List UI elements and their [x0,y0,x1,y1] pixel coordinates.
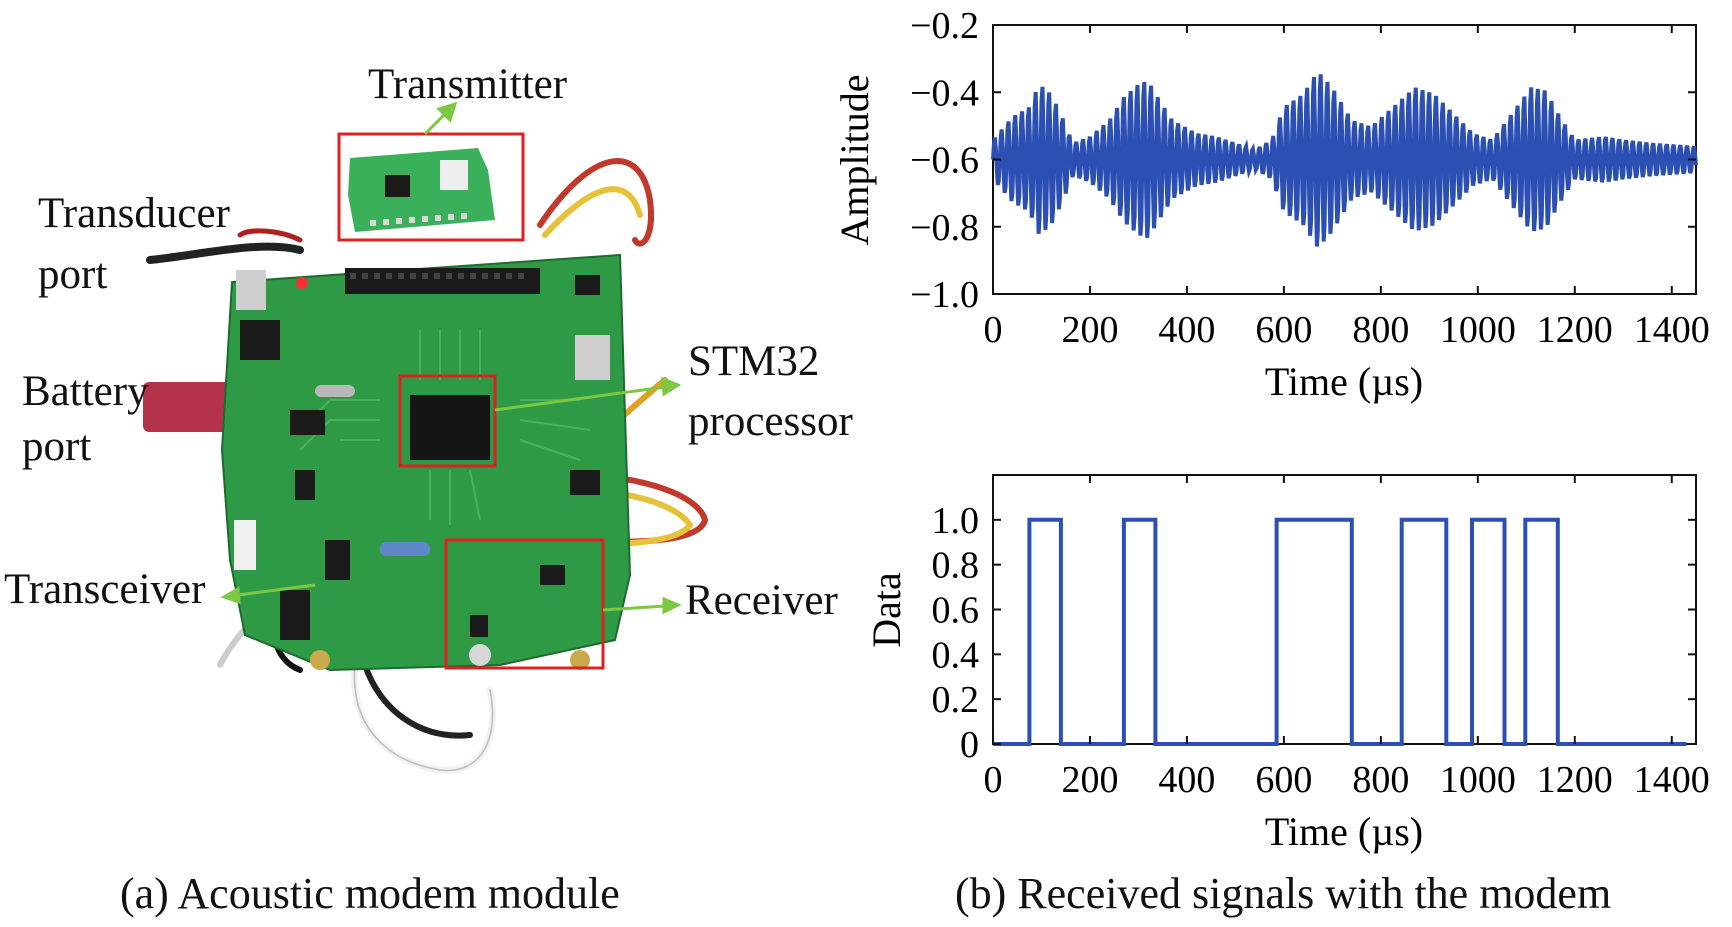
label-arrows [220,101,682,615]
data-x-tick-label: 1000 [1440,759,1516,801]
amplitude-x-tick-label: 1400 [1634,309,1710,351]
data-x-tick-label: 400 [1158,759,1215,801]
data-y-tick-label: 0.6 [932,590,980,632]
data-chart: 0 200 400 600 800 1000 1200 1400 00.20.40.60.81… [864,474,1710,854]
data-x-tick-label: 1200 [1537,759,1613,801]
data-y-axis-label: Data [864,572,909,648]
amplitude-x-tick-label: 200 [1061,309,1118,351]
data-x-tick-label: 600 [1255,759,1312,801]
amplitude-x-tick-label: 1000 [1440,309,1516,351]
data-y-tick-label: 0.4 [932,634,980,676]
amplitude-x-tick-label: 800 [1352,309,1409,351]
data-x-tick-label: 0 [984,759,1003,801]
transmitter-box [337,132,525,242]
amplitude-y-tick-label: −0.8 [910,207,979,249]
label-battery-line1: Battery [22,368,149,415]
highlight-boxes [337,132,605,670]
amplitude-x-tick-label: 1200 [1537,309,1613,351]
amplitude-chart: 0 200 400 600 800 1000 1200 1400 −1.0 −0.8 −0.6 −0… [832,5,1710,404]
data-plot-frame [992,474,1697,745]
data-x-tick-label: 200 [1061,759,1118,801]
label-battery-line2: port [22,423,91,470]
label-receiver: Receiver [685,577,838,624]
amplitude-x-tick-label: 400 [1158,309,1215,351]
amplitude-y-tick-label: −0.6 [910,140,979,182]
amplitude-series-line [991,74,1698,247]
transmitter-board [348,148,495,232]
amplitude-x-tick-label: 0 [984,309,1003,351]
label-stm32-line2: processor [688,398,853,445]
amplitude-x-axis-label: Time (µs) [1265,359,1423,404]
data-series-line [993,517,1687,746]
label-stm32-line1: STM32 [688,338,819,385]
label-transmitter: Transmitter [368,61,567,108]
caption-b: (b) Received signals with the modem [955,869,1612,918]
modem-photo: Transmitter Transducer port Battery port… [4,61,853,774]
processor-box [398,374,497,468]
label-transducer-line2: port [38,251,107,298]
amplitude-x-tick-label: 600 [1255,309,1312,351]
label-transceiver: Transceiver [4,566,205,613]
amplitude-y-axis-label: Amplitude [832,74,877,245]
data-x-tick-label: 800 [1352,759,1409,801]
data-y-tick-label: 0 [960,724,979,766]
amplitude-y-tick-label: −1.0 [910,274,979,316]
data-y-tick-label: 0.8 [932,545,980,587]
amplitude-y-tick-label: −0.2 [910,5,979,47]
pcb-board [220,253,632,672]
data-y-tick-label: 1.0 [932,500,980,542]
data-y-tick-label: 0.2 [932,679,980,721]
label-transducer-line1: Transducer [38,190,230,237]
caption-a: (a) Acoustic modem module [120,869,620,918]
receiver-box [444,538,605,670]
data-x-axis-label: Time (µs) [1265,809,1423,854]
amplitude-y-tick-label: −0.4 [910,72,979,114]
data-x-tick-label: 1400 [1634,759,1710,801]
